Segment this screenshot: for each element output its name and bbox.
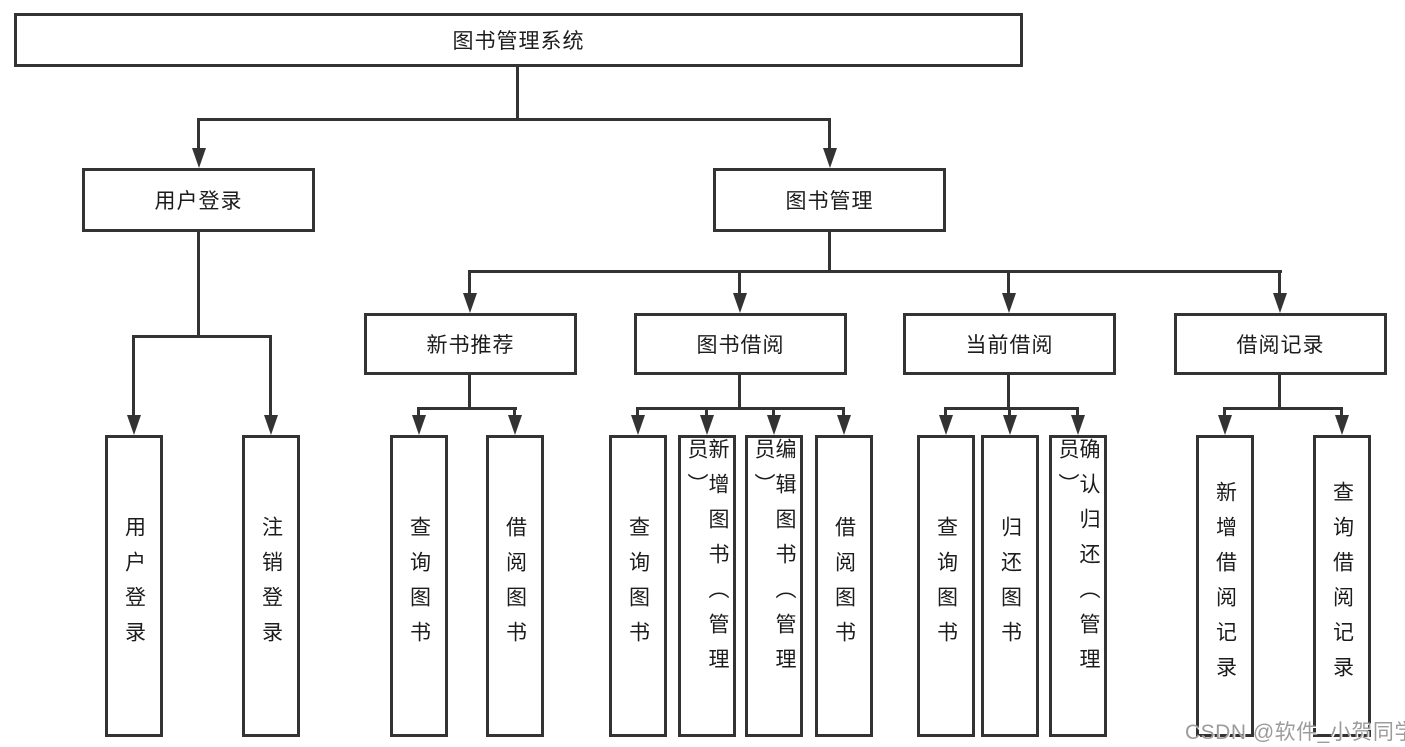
- arrowhead-down-icon: [733, 293, 747, 313]
- node-new-book-recommend: 新书推荐: [364, 313, 577, 375]
- leaf-label: 查询借阅记录: [1330, 481, 1354, 691]
- node-label: 借阅记录: [1236, 334, 1325, 357]
- connector-line: [197, 232, 200, 337]
- leaf-label: 借阅图书: [503, 516, 527, 656]
- connector-line: [197, 118, 200, 150]
- node-borrowing-records: 借阅记录: [1174, 313, 1387, 375]
- connector-line: [1007, 270, 1010, 295]
- connector-line: [1076, 407, 1079, 417]
- node-label: 当前借阅: [965, 334, 1054, 357]
- node-label: 用户登录: [154, 190, 243, 213]
- leaf-query-borrow-record: 查询借阅记录: [1313, 435, 1371, 737]
- node-label: 图书管理: [785, 190, 874, 213]
- arrowhead-down-icon: [1335, 415, 1349, 435]
- connector-line: [828, 118, 831, 150]
- connector-line: [738, 375, 741, 409]
- connector-line: [772, 407, 775, 417]
- leaf-label: 新增借阅记录: [1213, 481, 1237, 691]
- arrowhead-down-icon: [127, 415, 141, 435]
- csdn-watermark: CSDN @软件_小贺同学: [1185, 721, 1405, 744]
- arrowhead-down-icon: [823, 148, 837, 168]
- connector-line: [738, 270, 741, 295]
- connector-line: [636, 407, 639, 417]
- connector-line: [1340, 407, 1343, 417]
- arrowhead-down-icon: [1071, 415, 1085, 435]
- connector-line: [468, 270, 471, 295]
- leaf-label: 查询图书: [407, 516, 431, 656]
- leaf-label: 编辑图书（管理员）: [752, 438, 796, 683]
- node-label: 图书借阅: [696, 334, 785, 357]
- connector-line: [513, 407, 516, 417]
- connector-line: [269, 335, 272, 417]
- leaf-return-books: 归还图书: [981, 435, 1039, 737]
- leaf-borrow-books-recommend: 借阅图书: [486, 435, 544, 737]
- connector-line: [417, 407, 517, 410]
- arrowhead-down-icon: [264, 415, 278, 435]
- leaf-label: 确认归还（管理员）: [1056, 438, 1100, 683]
- node-current-borrowing: 当前借阅: [903, 313, 1116, 375]
- leaf-label: 查询图书: [626, 516, 650, 656]
- connector-line: [198, 118, 831, 121]
- connector-line: [132, 335, 135, 417]
- node-library-management-system: 图书管理系统: [14, 13, 1023, 67]
- arrowhead-down-icon: [508, 415, 522, 435]
- arrowhead-down-icon: [1003, 415, 1017, 435]
- leaf-query-books-recommend: 查询图书: [390, 435, 448, 737]
- leaf-label: 用户登录: [122, 516, 146, 656]
- arrowhead-down-icon: [939, 415, 953, 435]
- leaf-logout: 注销登录: [242, 435, 300, 737]
- connector-line: [468, 375, 471, 409]
- node-book-management: 图书管理: [713, 168, 946, 232]
- connector-line: [1223, 407, 1226, 417]
- connector-line: [1007, 375, 1010, 409]
- connector-line: [1278, 375, 1281, 409]
- connector-line: [705, 407, 708, 417]
- leaf-user-login: 用户登录: [105, 435, 163, 737]
- leaf-query-books-current: 查询图书: [917, 435, 975, 737]
- node-user-login: 用户登录: [82, 168, 315, 232]
- arrowhead-down-icon: [1273, 293, 1287, 313]
- connector-line: [944, 407, 1079, 410]
- arrowhead-down-icon: [631, 415, 645, 435]
- arrowhead-down-icon: [192, 148, 206, 168]
- node-label: 图书管理系统: [452, 30, 585, 53]
- connector-line: [132, 335, 272, 338]
- leaf-add-books-admin: 新增图书（管理员）: [678, 435, 736, 737]
- connector-line: [1278, 270, 1281, 295]
- leaf-borrow-books: 借阅图书: [815, 435, 873, 737]
- leaf-query-books-borrowing: 查询图书: [609, 435, 667, 737]
- arrowhead-down-icon: [837, 415, 851, 435]
- connector-line: [469, 270, 1282, 273]
- arrowhead-down-icon: [1218, 415, 1232, 435]
- arrowhead-down-icon: [1002, 293, 1016, 313]
- connector-line: [417, 407, 420, 417]
- connector-line: [842, 407, 845, 417]
- leaf-add-borrow-record: 新增借阅记录: [1196, 435, 1254, 737]
- leaf-label: 借阅图书: [832, 516, 856, 656]
- arrowhead-down-icon: [412, 415, 426, 435]
- connector-line: [1223, 407, 1343, 410]
- leaf-label: 注销登录: [259, 516, 283, 656]
- connector-line: [828, 232, 831, 272]
- arrowhead-down-icon: [767, 415, 781, 435]
- connector-line: [944, 407, 947, 417]
- leaf-label: 新增图书（管理员）: [685, 438, 729, 683]
- connector-line: [636, 407, 845, 410]
- leaf-confirm-return-admin: 确认归还（管理员）: [1049, 435, 1107, 737]
- node-book-borrowing: 图书借阅: [634, 313, 847, 375]
- connector-line: [1008, 407, 1011, 417]
- leaf-label: 查询图书: [934, 516, 958, 656]
- node-label: 新书推荐: [426, 334, 515, 357]
- leaf-edit-books-admin: 编辑图书（管理员）: [745, 435, 803, 737]
- arrowhead-down-icon: [463, 293, 477, 313]
- leaf-label: 归还图书: [998, 516, 1022, 656]
- connector-line: [516, 67, 519, 120]
- arrowhead-down-icon: [700, 415, 714, 435]
